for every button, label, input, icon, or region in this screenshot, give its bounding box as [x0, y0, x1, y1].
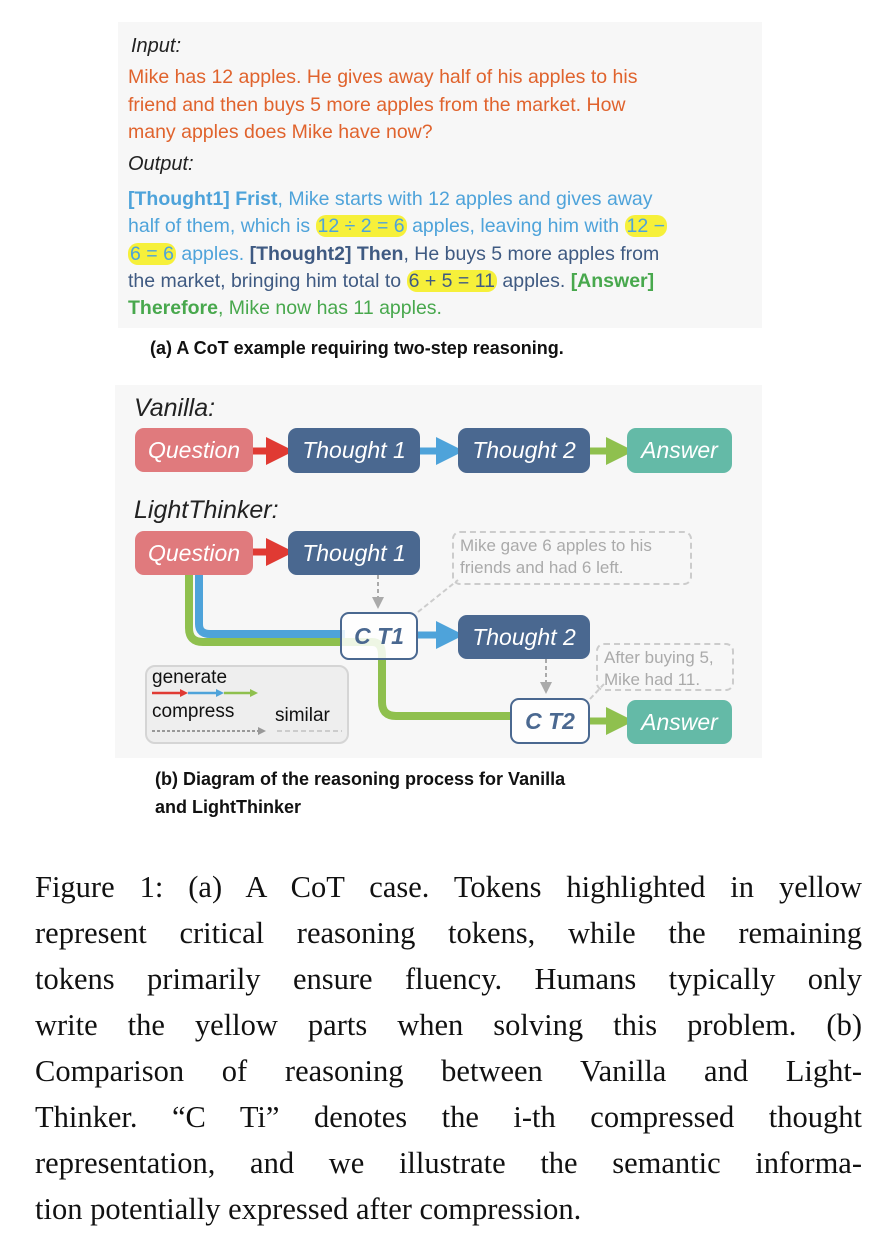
note-line: After buying 5, — [604, 648, 714, 667]
figure-caption-line: tokens primarily ensure fluency. Humans … — [35, 962, 862, 996]
output-text: , Mike starts with 12 apples and gives a… — [277, 188, 653, 210]
figure-caption-line: tion potentially expressed after compres… — [35, 1192, 582, 1226]
figure-caption-line: represent critical reasoning tokens, whi… — [35, 916, 862, 950]
vanilla-label: Vanilla: — [134, 394, 216, 422]
output-label: Output: — [128, 153, 194, 175]
output-text: , He buys 5 more apples from — [403, 243, 660, 265]
legend-compress-similar-lines — [152, 727, 342, 735]
legend: generate compress similar — [145, 665, 349, 744]
compressed-thought-2-node: C T2 — [510, 698, 590, 744]
output-line-5: Therefore, Mike now has 11 apples. — [128, 295, 442, 322]
output-line-4: the market, bringing him total to 6 + 5 … — [128, 268, 654, 295]
lt-thought1-node: Thought 1 — [288, 531, 420, 575]
lt-question-node: Question — [135, 531, 253, 575]
output-text: the market, bringing him total to — [128, 270, 402, 292]
figure-caption-line: write the yellow parts when solving this… — [35, 1008, 862, 1042]
input-line: Mike has 12 apples. He gives away half o… — [128, 66, 638, 88]
compressed-thought-1-node: C T1 — [340, 612, 418, 660]
vanilla-answer-node: Answer — [627, 428, 732, 473]
input-line: many apples does Mike have now? — [128, 121, 433, 143]
output-text: apples. — [502, 270, 566, 292]
input-label: Input: — [131, 35, 182, 57]
figure-caption-line: representation, and we illustrate the se… — [35, 1146, 862, 1180]
highlight: 6 + 5 = 11 — [406, 270, 497, 292]
legend-compress-label: compress — [152, 701, 235, 722]
caption-a: (a) A CoT example requiring two-step rea… — [150, 338, 564, 358]
output-line-1: [Thought1] Frist, Mike starts with 12 ap… — [128, 186, 653, 213]
input-line: friend and then buys 5 more apples from … — [128, 94, 626, 116]
lt-answer-node: Answer — [627, 700, 732, 744]
answer-tag: [Answer] — [570, 270, 655, 292]
legend-generate-label: generate — [152, 667, 228, 688]
legend-generate-arrows — [152, 689, 258, 697]
note-line: Mike had 11. — [604, 670, 701, 689]
output-text: half of them, which is — [128, 215, 311, 237]
caption-b-line: (b) Diagram of the reasoning process for… — [155, 769, 566, 789]
similar-line — [417, 579, 459, 613]
output-text: apples. — [181, 243, 245, 265]
blue-path — [195, 574, 345, 638]
figure-caption-line: Figure 1: (a) A CoT case. Tokens highlig… — [35, 870, 862, 904]
note-line: Mike gave 6 apples to his — [460, 536, 652, 555]
highlight: 12 ÷ 2 = 6 — [315, 215, 407, 237]
vanilla-thought1-node: Thought 1 — [288, 428, 420, 473]
semantic-note-1: Mike gave 6 apples to his friends and ha… — [452, 531, 692, 585]
thought2-tag: [Thought2] — [249, 243, 352, 265]
thought1-word: Frist — [235, 188, 278, 210]
vanilla-thought2-node: Thought 2 — [458, 428, 590, 473]
lightthinker-label: LightThinker: — [134, 496, 279, 524]
figure-caption-line: Thinker. “C Ti” denotes the i-th compres… — [35, 1100, 862, 1134]
thought2-word: Then — [356, 243, 404, 265]
answer-word: Therefore — [128, 297, 218, 319]
figure-caption-line: Comparison of reasoning between Vanilla … — [35, 1054, 862, 1088]
vanilla-question-node: Question — [135, 428, 253, 472]
highlight: 12 − — [624, 215, 668, 237]
thought1-tag: [Thought1] — [128, 188, 230, 210]
caption-b-line: and LightThinker — [155, 797, 301, 817]
output-text: apples, leaving him with — [412, 215, 620, 237]
output-line-3: 6 = 6 apples. [Thought2] Then, He buys 5… — [128, 241, 659, 268]
note-line: friends and had 6 left. — [460, 558, 624, 577]
semantic-note-2: After buying 5, Mike had 11. — [596, 643, 734, 691]
highlight: 6 = 6 — [128, 243, 176, 265]
output-text: , Mike now has 11 apples. — [217, 297, 442, 319]
output-line-2: half of them, which is 12 ÷ 2 = 6 apples… — [128, 213, 668, 240]
legend-similar-label: similar — [275, 705, 330, 726]
lt-thought2-node: Thought 2 — [458, 615, 590, 659]
